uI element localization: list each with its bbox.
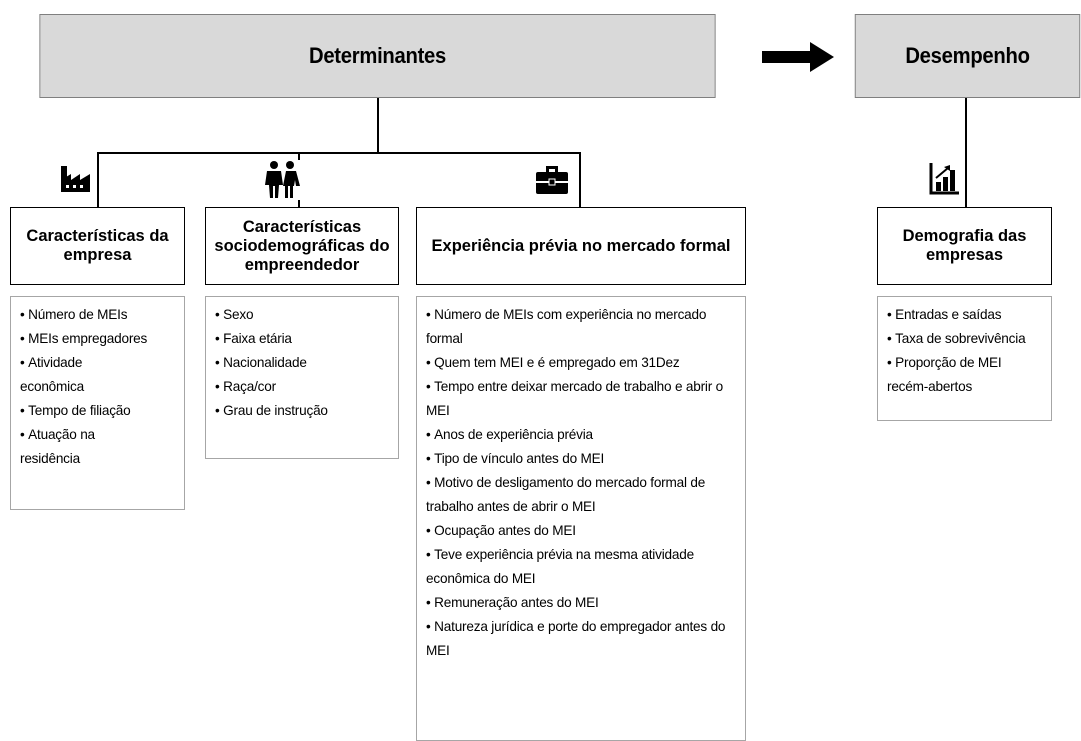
list-item: Motivo de desligamento do mercado formal…: [426, 471, 726, 519]
list-item: Nacionalidade: [215, 351, 390, 375]
list-item: Grau de instrução: [215, 399, 390, 423]
list-item: Ocupação antes do MEI: [426, 519, 737, 543]
category-demografia-label: Demografia das empresas: [902, 227, 1027, 264]
list-item: Remuneração antes do MEI: [426, 591, 737, 615]
list-demografia: Entradas e saídas Taxa de sobrevivência …: [877, 296, 1052, 421]
category-experiencia: Experiência prévia no mercado formal: [416, 207, 746, 285]
list-item: Sexo: [215, 303, 390, 327]
desempenho-header: Desempenho: [854, 14, 1081, 98]
desempenho-title: Desempenho: [905, 43, 1030, 68]
list-socio: Sexo Faixa etária Nacionalidade Raça/cor…: [205, 296, 399, 459]
right-arrow-icon: [762, 42, 834, 72]
list-experiencia: Número de MEIs com experiência no mercad…: [416, 296, 746, 741]
determinantes-title: Determinantes: [308, 43, 447, 68]
list-item: Quem tem MEI e é empregado em 31Dez: [426, 351, 737, 375]
list-item: Número de MEIs: [20, 303, 176, 327]
category-socio-label: Características sociodemográficas do emp…: [214, 217, 390, 274]
list-item: Faixa etária: [215, 327, 390, 351]
determinantes-header: Determinantes: [39, 14, 716, 98]
list-item: Teve experiência prévia na mesma ativida…: [426, 543, 701, 591]
briefcase-icon: [534, 162, 570, 198]
people-icon: [262, 160, 302, 200]
connector-trunk: [377, 98, 379, 154]
list-item: Tempo de filiação: [20, 399, 176, 423]
category-socio: Características sociodemográficas do emp…: [205, 207, 399, 285]
list-item: Proporção de MEI recém-abertos: [887, 351, 1037, 399]
factory-icon: [58, 162, 94, 196]
list-item: Entradas e saídas: [887, 303, 1043, 327]
list-item: Atuação na residência: [20, 423, 130, 471]
list-item: Número de MEIs com experiência no mercad…: [426, 303, 711, 351]
bar-chart-growth-icon: [928, 160, 962, 196]
list-item: Atividade econômica: [20, 351, 130, 399]
list-item: Taxa de sobrevivência: [887, 327, 1043, 351]
connector-experiencia: [579, 152, 581, 208]
list-item: Natureza jurídica e porte do empregador …: [426, 615, 731, 663]
category-empresa: Características da empresa: [10, 207, 185, 285]
list-item: Tipo de vínculo antes do MEI: [426, 447, 737, 471]
category-demografia: Demografia das empresas: [877, 207, 1052, 285]
connector-bar: [97, 152, 581, 154]
connector-empresa: [97, 152, 99, 208]
category-experiencia-label: Experiência prévia no mercado formal: [431, 236, 731, 255]
list-empresa: Número de MEIs MEIs empregadores Ativida…: [10, 296, 185, 510]
category-empresa-label: Características da empresa: [26, 227, 169, 264]
connector-demografia: [965, 98, 967, 208]
list-item: Raça/cor: [215, 375, 390, 399]
list-item: MEIs empregadores: [20, 327, 176, 351]
list-item: Anos de experiência prévia: [426, 423, 737, 447]
list-item: Tempo entre deixar mercado de trabalho e…: [426, 375, 736, 423]
